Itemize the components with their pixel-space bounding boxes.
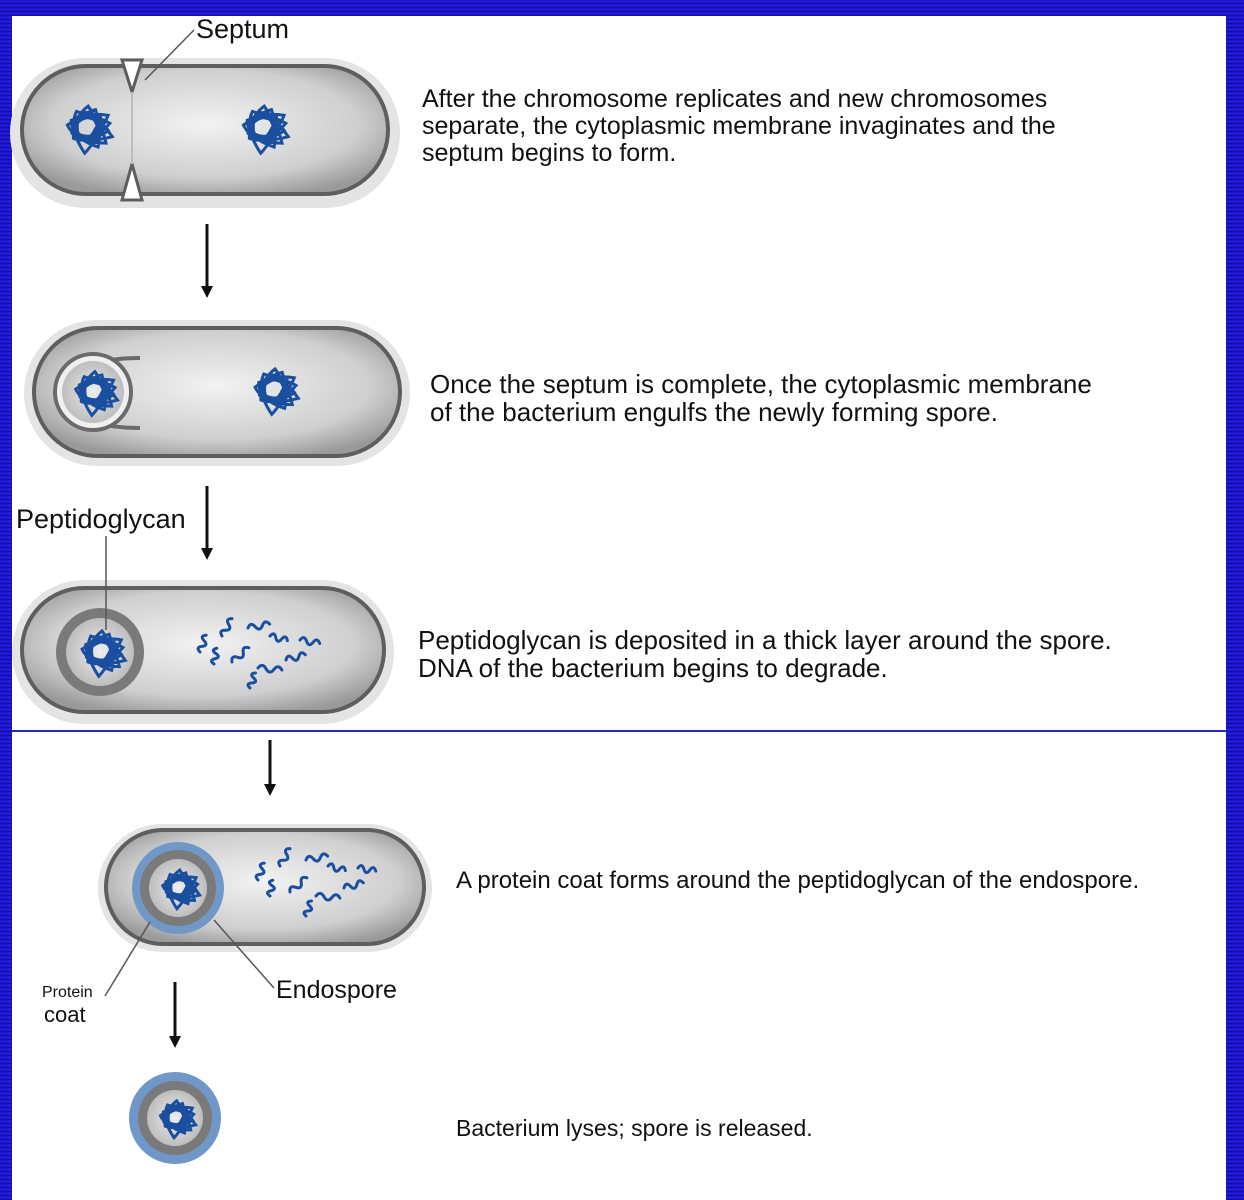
dna-fragment-4-5 [288,875,309,894]
degrading-dna-group [196,617,378,918]
dna-fragment-4-4 [326,862,347,873]
dna-fragment-3-3 [246,620,272,631]
dna-fragment-4-10 [266,878,276,898]
dna-fragment-4-1 [254,861,266,882]
chromosome-1b [241,104,291,156]
step-5-line-1: Bacterium lyses; spore is released. [456,1115,813,1141]
septum-pointer [144,29,195,81]
cell-stage-2 [24,320,410,466]
arrow-step-3-to-4 [264,740,276,796]
chromosome-1a [65,104,115,156]
step-3-line-2: DNA of the bacterium begins to degrade. [418,653,888,683]
chromosome-2-cell [253,366,301,417]
arrow-step-4-to-5 [169,982,181,1048]
arrow-step-2-to-3 [201,486,213,560]
dna-fragment-3-8 [298,636,322,647]
dna-fragment-3-4 [268,632,289,643]
dna-fragment-4-8 [356,864,378,875]
step-4-text: A protein coat forms around the peptidog… [456,868,1139,894]
dna-fragment-3-2 [219,617,234,638]
arrow-group [169,224,276,1048]
chromosome-3-spore [80,628,128,679]
dna-fragment-4-7 [342,879,365,890]
endospore-label: Endospore [276,976,397,1004]
dna-fragment-3-6 [256,663,284,674]
step-2-text: Once the septum is complete, the cytopla… [430,370,1092,426]
arrow-step-1-to-2 [201,224,213,298]
dna-fragment-4-6 [314,891,342,902]
step-1-line-2: separate, the cytoplasmic membrane invag… [422,112,1056,140]
dna-fragment-4-3 [304,852,330,863]
chromosome-5-spore [158,1098,199,1141]
cell-stage-3 [12,580,394,724]
step-4-line-1: A protein coat forms around the peptidog… [456,867,1140,894]
chromosome-4-spore [160,867,203,912]
step-2-line-2: of the bacterium engulfs the newly formi… [430,397,998,427]
chromosome-group [65,104,301,1141]
dna-fragment-3-9 [246,671,258,690]
protein-coat-label-line1: Protein [42,984,93,1001]
dna-fragment-4-2 [277,847,292,868]
step-3-line-1: Peptidoglycan is deposited in a thick la… [418,625,1112,655]
protein-coat-label-line2: coat [44,1002,86,1027]
peptidoglycan-label: Peptidoglycan [16,504,186,534]
step-3-text: Peptidoglycan is deposited in a thick la… [418,626,1112,682]
released-spore [129,1072,221,1164]
dna-fragment-3-7 [284,651,307,662]
endospore-pointer [213,919,275,989]
step-1-text: After the chromosome replicates and new … [422,86,1056,167]
protein-coat-pointer [104,921,151,997]
dna-fragment-3-1 [196,633,208,654]
step-1-line-1: After the chromosome replicates and new … [422,85,1048,113]
dna-fragment-3-5 [230,645,251,664]
cell-stage-4 [98,824,432,952]
step-1-line-3: septum begins to form. [422,139,677,167]
step-5-text: Bacterium lyses; spore is released. [456,1116,813,1141]
step-2-line-1: Once the septum is complete, the cytopla… [430,369,1092,399]
cell-stage-1 [10,58,400,208]
chromosome-2-spore [73,369,120,418]
septum-label: Septum [196,14,290,44]
dna-fragment-3-10 [210,646,220,666]
dna-fragment-4-9 [302,899,314,918]
